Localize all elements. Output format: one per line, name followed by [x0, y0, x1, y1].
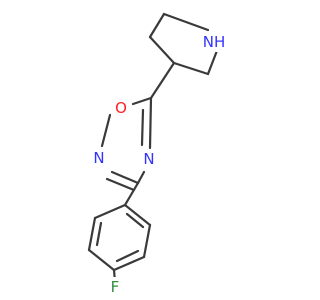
pyrrolidine-ring	[148, 12, 220, 76]
bond-ph-3	[112, 255, 146, 272]
bond-ph-1-inner	[125, 212, 145, 229]
bond-n1-c2	[206, 46, 220, 76]
oxadiazole-ring	[100, 96, 153, 192]
bond-c2-c3	[172, 61, 210, 76]
bond-ph-6	[93, 203, 127, 220]
atom-label-n2: N	[93, 149, 104, 167]
bond-ph-4	[87, 248, 116, 272]
bond-n4-c5	[148, 96, 153, 150]
bond-pyrrolidine-oxadiazole	[149, 61, 176, 100]
bond-c4-c5	[148, 12, 166, 39]
atom-label-n4: N	[143, 150, 154, 168]
bond-ph-5	[87, 216, 97, 252]
atom-label-f: F	[111, 278, 120, 296]
bond-n2-c3	[110, 170, 140, 185]
bond-c5-o1	[131, 96, 153, 106]
bond-ph-1	[123, 203, 152, 227]
bond-ph-3-inner	[115, 249, 140, 263]
bond-oxadiazole-phenyl	[123, 181, 140, 207]
bond-o1-n2	[100, 113, 112, 148]
bond-n2-c3-double	[105, 177, 136, 192]
bond-ph-2	[142, 223, 152, 259]
atom-label-nh: NH	[203, 33, 226, 51]
bond-c3-c4	[148, 35, 176, 65]
bond-n4-c5-double	[140, 108, 145, 147]
atom-labels: NH O N N F	[90, 32, 227, 297]
atom-label-o: O	[115, 99, 127, 117]
bond-c3-n4	[136, 170, 146, 185]
phenyl-ring	[87, 203, 152, 272]
molecule-structure-diagram: NH O N N F	[87, 12, 227, 297]
bond-ph-5-inner	[95, 221, 103, 247]
bond-c5-n1	[162, 12, 210, 32]
